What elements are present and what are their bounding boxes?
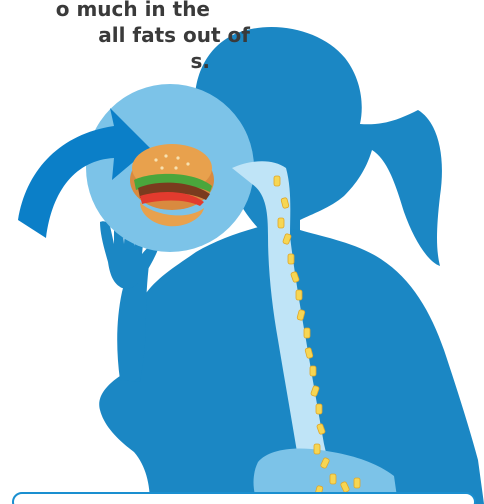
caption-line-1: o much in the [0,0,210,22]
caption-line-2: all fats out of [0,22,250,48]
bottom-panel [12,492,476,504]
caption-text: o much in the all fats out of s. [0,0,210,74]
caption-line-3: s. [0,48,210,74]
